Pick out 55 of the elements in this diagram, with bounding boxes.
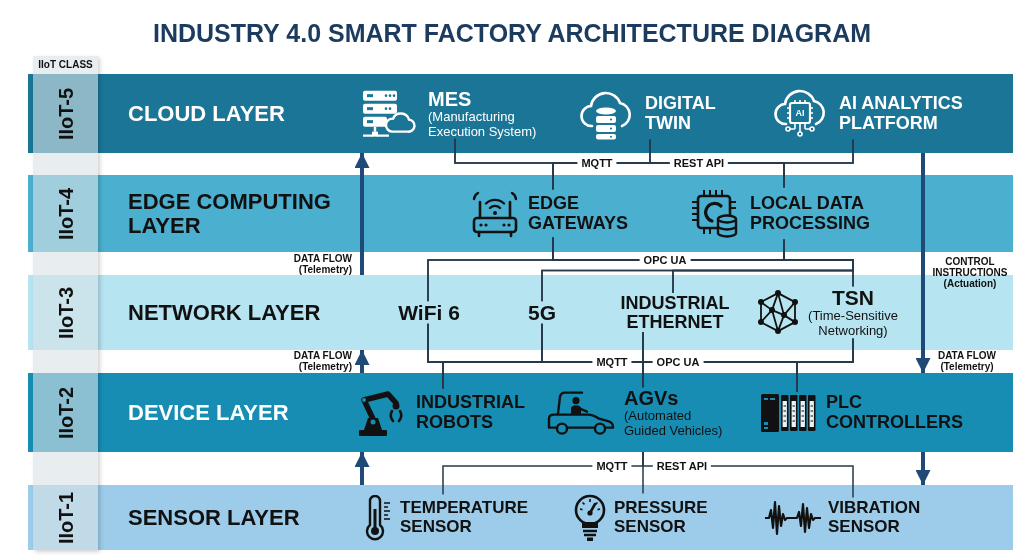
component-name: TEMPERATURE SENSOR [400, 499, 530, 536]
chip-text: AI [795, 108, 805, 117]
component-name: AGVs [624, 387, 679, 409]
component-name: DIGITAL TWIN [645, 94, 717, 133]
flow-arrow [354, 350, 370, 373]
component-name: TSN [832, 286, 874, 310]
component-name: WiFi 6 [398, 301, 460, 324]
flow-arrow [354, 452, 370, 485]
component-name: LOCAL DATA PROCESSING [750, 194, 872, 233]
flow-arrow [915, 153, 931, 373]
layer-title: SENSOR LAYER [128, 505, 300, 530]
component-note: (Time-Sensitive Networking) [807, 309, 899, 339]
component-name: 5G [528, 301, 556, 324]
column-header: IIoT CLASS [38, 60, 93, 70]
class-label: IIoT-2 [55, 386, 76, 439]
layer-band [28, 175, 1013, 252]
connector-line [783, 238, 854, 288]
component-note: (Manufacturing Execution System) [428, 109, 538, 139]
edge-label: REST API [669, 156, 729, 170]
connector-line [796, 337, 854, 393]
layer-band [28, 373, 1013, 452]
component-name: VIBRATION SENSOR [828, 499, 922, 536]
layer-title: EDGE COMPUTING LAYER [128, 189, 332, 238]
layer-band [28, 74, 1013, 153]
class-label: IIoT-4 [55, 187, 76, 240]
edge-label: MQTT [577, 156, 617, 170]
component-note: (Automated Guided Vehicles) [624, 408, 724, 438]
flow-label: CONTROL INSTRUCTIONS (Actuation) [931, 255, 1009, 289]
component-name: INDUSTRIAL ROBOTS [416, 393, 526, 432]
component-name: PLC CONTROLLERS [826, 393, 964, 432]
component-name: AI ANALYTICS PLATFORM [839, 94, 964, 133]
edge-label: OPC UA [652, 355, 704, 369]
diagram-title: INDUSTRY 4.0 SMART FACTORY ARCHITECTURE DIAGRAM [151, 18, 873, 49]
layer-band [28, 485, 1013, 550]
flow-label: DATA FLOW (Telemetry) [936, 350, 998, 372]
component-name: PRESSURE SENSOR [614, 499, 709, 536]
class-label: IIoT-5 [55, 87, 76, 140]
class-label: IIoT-1 [55, 491, 76, 544]
edge-label: MQTT [592, 459, 632, 473]
flow-label: DATA FLOW (Telemetry) [292, 350, 352, 372]
layer-band [28, 275, 1013, 350]
edge-label: MQTT [592, 355, 632, 369]
connector-line [783, 138, 854, 189]
layer-title: NETWORK LAYER [128, 300, 321, 325]
component-name: EDGE GATEWAYS [528, 194, 630, 233]
flow-arrow [354, 153, 370, 275]
component-name: INDUSTRIAL ETHERNET [619, 293, 731, 332]
layer-title: DEVICE LAYER [128, 400, 289, 425]
flow-label: DATA FLOW (Telemetry) [292, 253, 352, 275]
edge-label: OPC UA [639, 253, 691, 267]
layer-title: CLOUD LAYER [128, 101, 285, 126]
edge-label: REST API [652, 459, 712, 473]
flow-arrow [915, 452, 931, 485]
component-name: MES [428, 88, 472, 110]
class-label: IIoT-3 [55, 286, 76, 339]
